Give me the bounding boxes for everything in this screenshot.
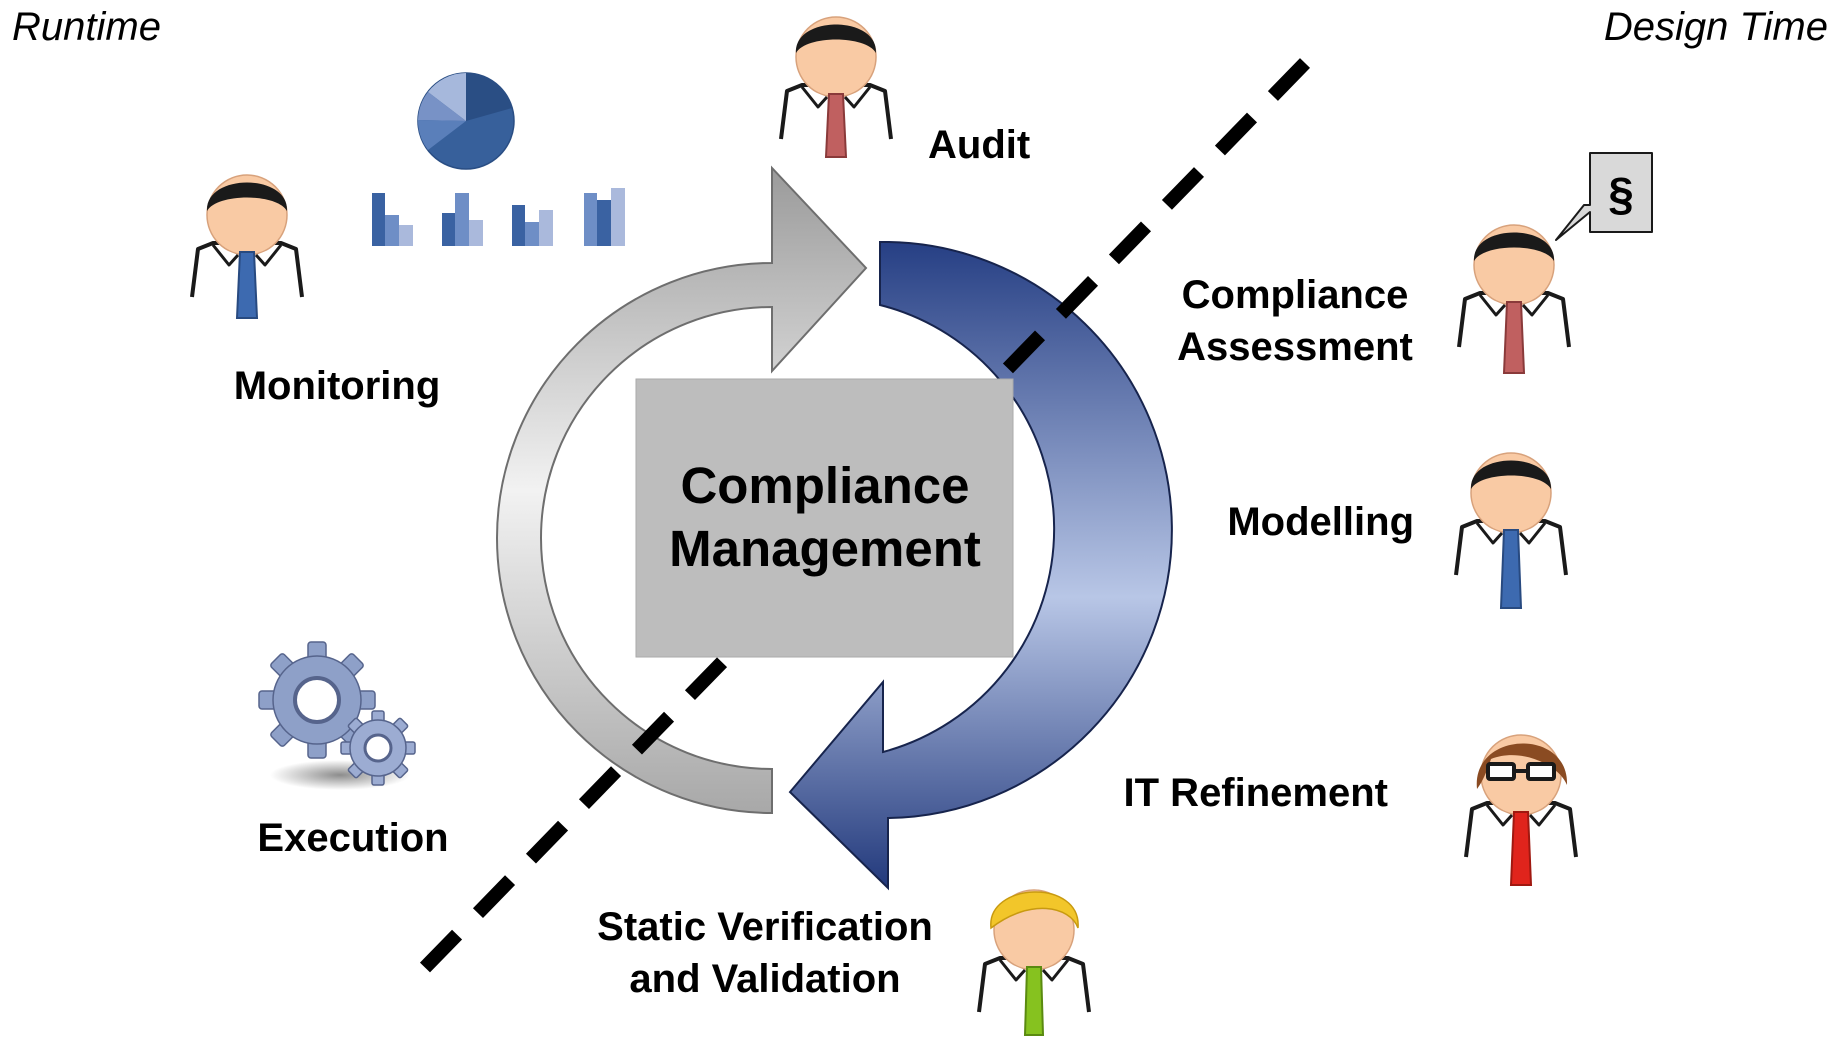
runtime-label: Runtime bbox=[12, 5, 161, 49]
design-cycle-arrow bbox=[788, 240, 1173, 891]
person-icon bbox=[779, 15, 893, 158]
assessment-label-line1: Compliance bbox=[1182, 273, 1409, 317]
paragraph-symbol: § bbox=[1608, 168, 1634, 220]
person-icon bbox=[977, 888, 1091, 1036]
center-title-line1: Compliance bbox=[680, 457, 969, 514]
assessment-label-line2: Assessment bbox=[1177, 325, 1413, 369]
runtime-cycle-arrow bbox=[496, 165, 868, 815]
pie-chart-icon bbox=[417, 72, 515, 170]
execution-label: Execution bbox=[257, 816, 448, 860]
person-icon bbox=[190, 173, 304, 319]
speech-bubble-icon: § bbox=[1555, 152, 1653, 241]
verification-label-line2: and Validation bbox=[629, 957, 900, 1001]
audit-label: Audit bbox=[928, 123, 1030, 167]
monitoring-label: Monitoring bbox=[234, 364, 441, 408]
gears-icon bbox=[258, 641, 416, 790]
person-icon bbox=[1464, 733, 1578, 886]
person-icon bbox=[1454, 451, 1568, 609]
design-time-label: Design Time bbox=[1604, 5, 1828, 49]
bar-chart-icon bbox=[372, 188, 625, 246]
compliance-management-box bbox=[635, 378, 1014, 658]
person-icon bbox=[1457, 223, 1571, 374]
verification-label-line1: Static Verification bbox=[597, 905, 933, 949]
modelling-label: Modelling bbox=[1227, 500, 1414, 544]
center-title-line2: Management bbox=[669, 520, 981, 577]
it-refinement-label: IT Refinement bbox=[1124, 771, 1388, 815]
